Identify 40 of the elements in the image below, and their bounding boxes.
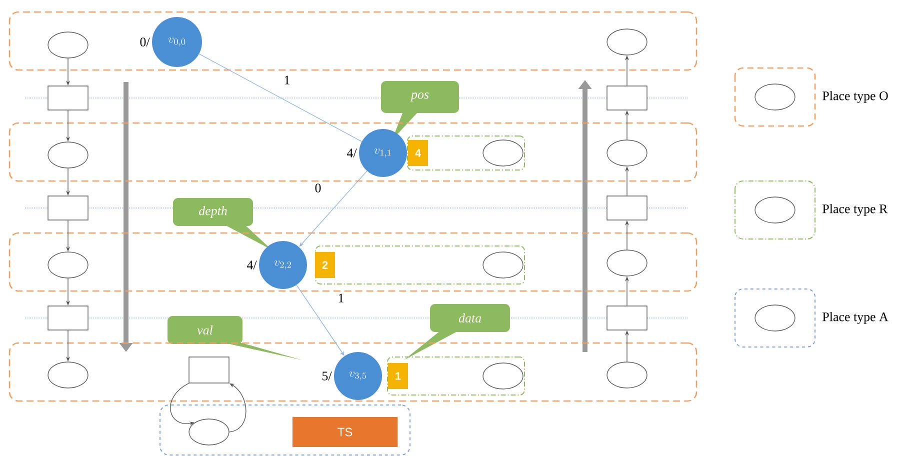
weight-label: 0/ <box>140 38 150 46</box>
number-tag: 4 <box>408 140 428 166</box>
arrow <box>229 383 246 432</box>
transition-box <box>48 86 88 110</box>
legend-text: Place type R <box>822 204 888 216</box>
place-ellipse <box>606 250 648 276</box>
place-ellipse <box>606 28 648 56</box>
transition-box <box>606 306 648 330</box>
number-tag: 1 <box>388 363 408 389</box>
legend-text: Place type A <box>822 312 888 324</box>
place-ellipse <box>48 252 88 278</box>
place-ellipse <box>48 362 88 388</box>
transition-box <box>606 196 648 220</box>
speech-callout: data <box>404 304 510 360</box>
transition-box <box>48 306 88 330</box>
ts-block: TS <box>292 417 398 447</box>
place-ellipse <box>48 142 88 168</box>
weight-label: 5/ <box>322 372 332 380</box>
legend-text: Place type O <box>822 91 888 103</box>
edge-label: 1 <box>336 292 346 304</box>
transition-box <box>48 196 88 220</box>
edge-label: 1 <box>282 74 292 86</box>
place-ellipse <box>48 32 88 58</box>
speech-callout: pos <box>381 81 459 140</box>
transition-box <box>606 86 648 110</box>
arrow <box>299 170 368 247</box>
place-ellipse <box>188 418 230 446</box>
place-ellipse <box>482 252 524 278</box>
weight-label: 4/ <box>247 260 257 270</box>
place-ellipse <box>606 362 648 388</box>
place-ellipse <box>482 140 524 166</box>
transition-box <box>188 356 230 384</box>
weight-label: 4/ <box>346 148 357 158</box>
speech-callout: depth <box>173 198 272 250</box>
arrow <box>296 284 344 356</box>
place-ellipse <box>482 362 524 390</box>
place-ellipse <box>606 140 648 166</box>
edge-label: 0 <box>314 182 322 194</box>
speech-callout: val <box>168 316 302 360</box>
number-tag: 2 <box>315 252 335 278</box>
